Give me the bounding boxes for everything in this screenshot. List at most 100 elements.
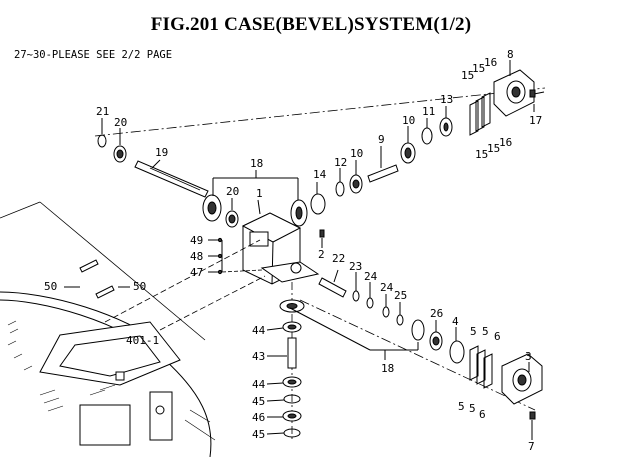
bolt-markers-47-49 — [208, 237, 263, 275]
bearing-10-lower — [349, 174, 363, 194]
shaft-19 — [134, 160, 209, 198]
label-401-1: 401-1 — [126, 334, 159, 347]
label-20-left: 20 — [114, 116, 127, 129]
label-5-top-b: 5 — [482, 325, 489, 338]
label-16-top: 16 — [484, 56, 497, 69]
lower-centerline — [299, 299, 536, 411]
bevel-gear-right — [290, 199, 308, 227]
shaft-43 — [287, 337, 297, 369]
label-12: 12 — [334, 156, 347, 169]
label-50-left: 50 — [44, 280, 57, 293]
label-16-bot: 16 — [499, 136, 512, 149]
circlip-11 — [421, 127, 433, 145]
label-10-lower: 10 — [350, 147, 363, 160]
label-46: 46 — [252, 411, 265, 424]
shims-5-6-lower — [469, 345, 493, 389]
label-5-top-a: 5 — [470, 325, 477, 338]
label-23: 23 — [349, 260, 362, 273]
label-50-right: 50 — [133, 280, 146, 293]
label-17: 17 — [529, 114, 542, 127]
seal-46 — [282, 410, 302, 422]
bearing-20-left — [113, 145, 127, 163]
circlip-45-upper — [283, 394, 301, 404]
o-ring-14 — [310, 193, 326, 215]
shims-15-16-upper — [469, 92, 491, 136]
leader-lines — [101, 60, 535, 440]
label-47: 47 — [190, 266, 203, 279]
label-45-upper: 45 — [252, 395, 265, 408]
label-26: 26 — [430, 307, 443, 320]
o-ring-4 — [449, 340, 465, 364]
label-44-upper: 44 — [252, 324, 266, 337]
label-3: 3 — [525, 350, 532, 363]
bolt-17 — [529, 89, 545, 98]
label-44-lower: 44 — [252, 378, 266, 391]
label-5-bot-b: 5 — [469, 402, 476, 415]
washer-24-a — [366, 297, 374, 309]
gear-case-1 — [241, 212, 320, 285]
shaft-22 — [318, 277, 347, 298]
label-24-b: 24 — [380, 281, 394, 294]
circlip-25 — [396, 314, 404, 326]
bearing-44-upper — [282, 321, 302, 333]
label-13: 13 — [440, 93, 453, 106]
gear-lower — [411, 319, 425, 341]
mount-line-2 — [159, 275, 266, 331]
pin-2 — [319, 229, 325, 238]
cover-8 — [493, 69, 535, 117]
label-15-bot-a: 15 — [475, 148, 488, 161]
bearing-20-mid — [225, 210, 239, 228]
label-18-bottom: 18 — [381, 362, 394, 375]
label-5-bot-a: 5 — [458, 400, 465, 413]
circlip-21 — [97, 134, 107, 148]
label-1: 1 — [256, 187, 263, 200]
label-10-upper: 10 — [402, 114, 415, 127]
figure-title: FIG.201 CASE(BEVEL)SYSTEM(1/2) — [150, 14, 472, 35]
label-25: 25 — [394, 289, 407, 302]
reference-note: 27~30-PLEASE SEE 2/2 PAGE — [14, 49, 173, 61]
label-45-lower: 45 — [252, 428, 265, 441]
label-2: 2 — [318, 248, 325, 261]
label-4: 4 — [452, 315, 459, 328]
bearing-26 — [429, 331, 443, 351]
shaft-9 — [367, 164, 399, 183]
bevel-gear-vertical — [279, 299, 305, 313]
label-15-top-b: 15 — [472, 62, 485, 75]
label-22: 22 — [332, 252, 345, 265]
label-20-mid: 20 — [226, 185, 239, 198]
label-15-top-a: 15 — [461, 69, 474, 82]
label-19: 19 — [155, 146, 168, 159]
oil-seal-13 — [439, 117, 453, 137]
bolt-7 — [529, 411, 536, 420]
label-9: 9 — [378, 133, 385, 146]
label-49: 49 — [190, 234, 203, 247]
label-43: 43 — [252, 350, 265, 363]
label-21: 21 — [96, 105, 109, 118]
bracket-18-top — [212, 170, 299, 200]
circlip-23 — [352, 290, 360, 302]
studs-50 — [64, 259, 130, 299]
bevel-gear-left — [202, 194, 222, 222]
label-7: 7 — [528, 440, 535, 453]
label-15-bot-b: 15 — [487, 142, 500, 155]
circlip-12 — [335, 181, 345, 197]
label-18-top: 18 — [250, 157, 263, 170]
label-48: 48 — [190, 250, 203, 263]
label-8: 8 — [507, 48, 514, 61]
deck-edge-line — [0, 201, 41, 219]
mount-line-1 — [104, 239, 261, 323]
bearing-10-upper — [400, 142, 416, 164]
bearing-44-lower — [282, 376, 302, 388]
label-6-top: 6 — [494, 330, 501, 343]
deck-guide-line — [39, 201, 206, 341]
label-14: 14 — [313, 168, 327, 181]
label-11: 11 — [422, 105, 435, 118]
cover-3 — [501, 353, 543, 405]
label-24-a: 24 — [364, 270, 378, 283]
washer-24-b — [382, 306, 390, 318]
label-6-bot: 6 — [479, 408, 486, 421]
mower-deck-401-1 — [0, 291, 216, 457]
bracket-18-bottom — [289, 307, 419, 360]
